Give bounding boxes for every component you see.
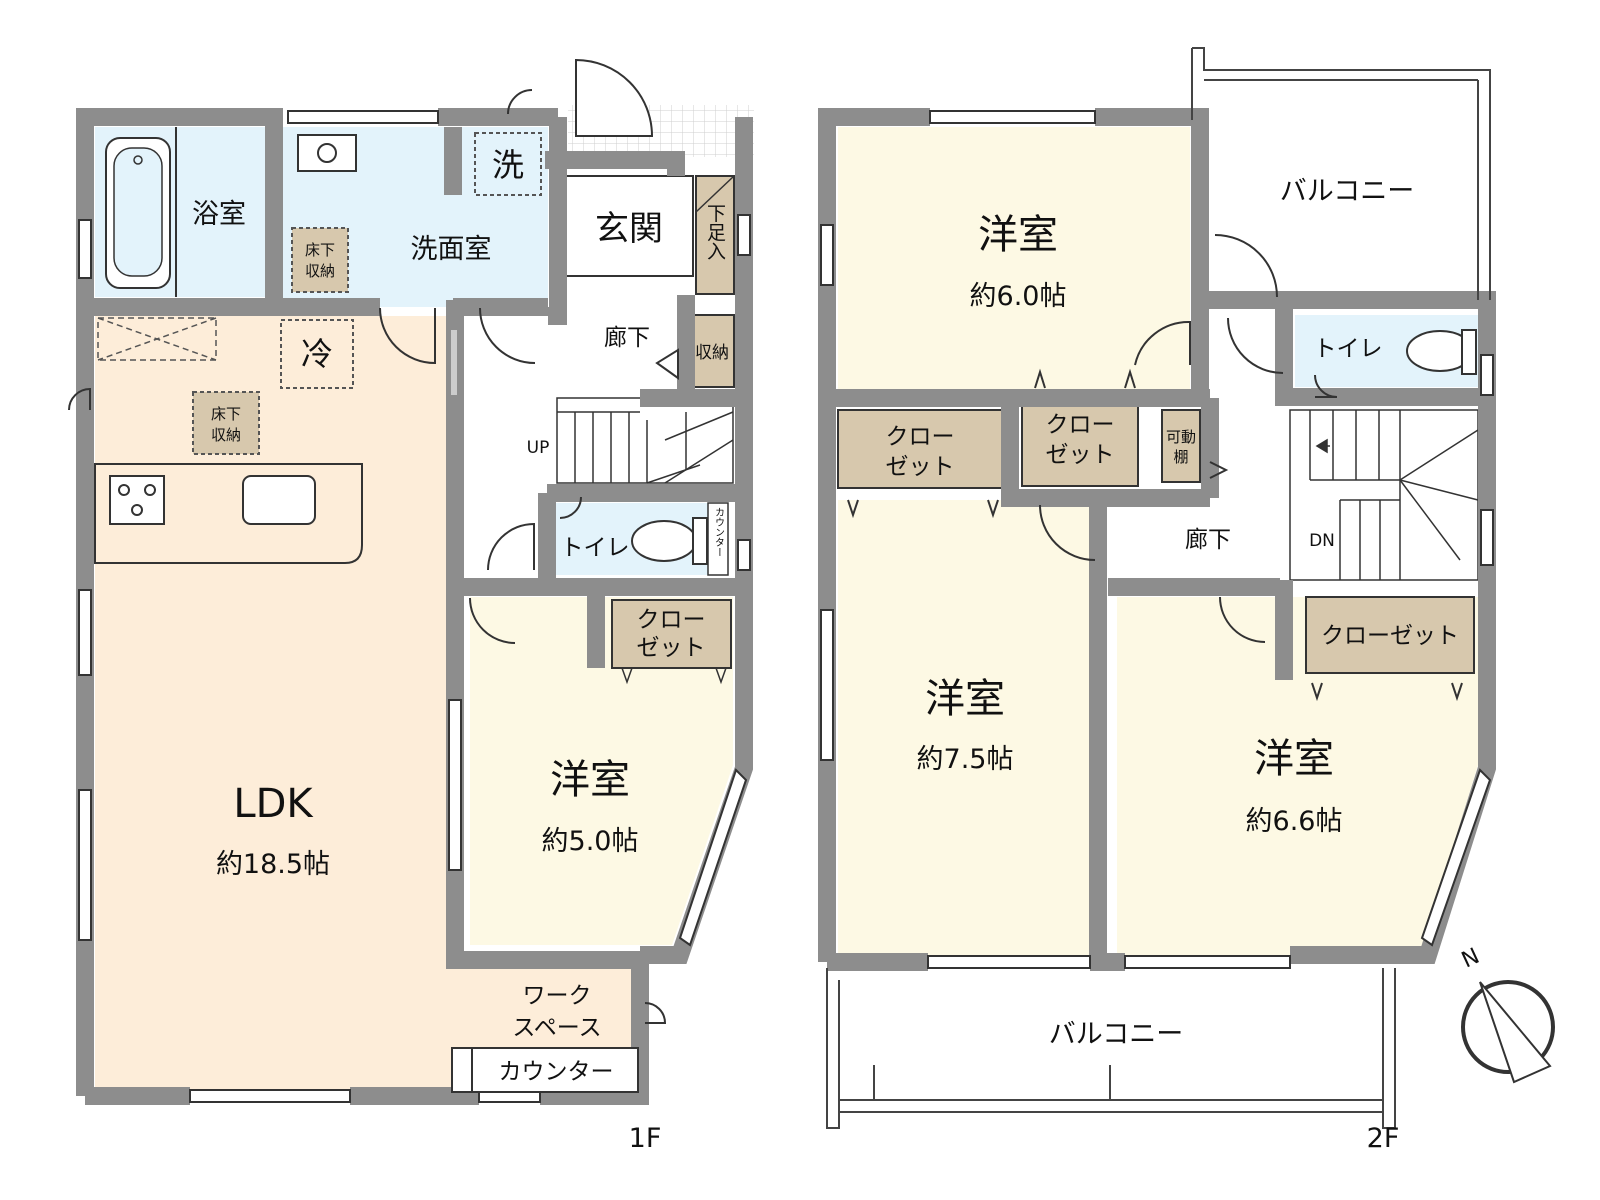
closet-2f-b-label-2: ゼット <box>1046 442 1115 468</box>
windows-1f <box>78 110 751 1103</box>
toilet-counter-label: カウンター <box>713 507 725 557</box>
balcony-top-label: バルコニー <box>1280 176 1414 207</box>
sink-icon <box>242 475 316 525</box>
compass-icon: N <box>1458 944 1555 1084</box>
bedroom-floor-1f <box>470 597 733 945</box>
bedroom-1f-name: 洋室 <box>550 757 630 803</box>
closet-2f-b <box>1021 397 1139 487</box>
movable-shelf-label-1: 可動 <box>1166 428 1196 446</box>
underfloor-bath-label-1: 床下 <box>305 241 335 259</box>
work-counter <box>451 1047 639 1093</box>
closet-1f <box>611 599 732 669</box>
shoe-storage <box>695 175 735 295</box>
toilet-label-2f: トイレ <box>1314 336 1383 362</box>
hall-storage-label: 収納 <box>695 343 729 363</box>
doors-2f <box>847 234 1463 702</box>
closet-2f-a-label-2: ゼット <box>886 454 955 480</box>
closet-2f-a <box>837 409 1003 489</box>
washer-label: 洗 <box>492 146 524 184</box>
bedroom-b-size: 約7.5帖 <box>917 744 1014 775</box>
fridge-label: 冷 <box>301 335 333 373</box>
underfloor-storage-kitchen <box>192 391 260 455</box>
toilet-label-1f: トイレ <box>561 535 630 561</box>
ldk-size: 約18.5帖 <box>216 849 330 880</box>
bedroom-1f-size: 約5.0帖 <box>542 826 639 857</box>
underfloor-kitchen-label-2: 収納 <box>211 426 241 444</box>
basin-icon <box>297 134 357 172</box>
closet-2f-b-label-1: クロー <box>1046 412 1115 438</box>
underfloor-bath-label-2: 収納 <box>305 262 335 280</box>
balconies <box>826 47 1491 1129</box>
floor-1f: 浴室 洗面室 洗 玄関 下足入 廊下 収納 床下 収納 床下 収納 冷 UP ト… <box>68 58 754 1154</box>
shoe-storage-diagonal <box>695 175 735 213</box>
stairs-1f <box>556 397 734 484</box>
toilet-bowl-1f <box>631 520 697 562</box>
bedroom-b-floor <box>838 500 1098 955</box>
floor-2f: バルコニー バルコニー 洋室 約6.0帖 クロー ゼット クロー ゼット 可動 … <box>818 47 1496 1154</box>
hallway-label-1f: 廊下 <box>604 325 650 351</box>
windows-2f <box>820 110 1494 969</box>
washer-space <box>474 132 542 196</box>
fridge-space <box>280 319 354 389</box>
floor-2f-label: 2F <box>1367 1123 1400 1154</box>
bedroom-a-name: 洋室 <box>978 212 1058 258</box>
bedroom-a-size: 約6.0帖 <box>970 281 1067 312</box>
movable-shelf <box>1161 409 1201 483</box>
shoe-storage-label: 下足入 <box>704 204 726 261</box>
counter-label: カウンター <box>499 1059 614 1085</box>
underfloor-kitchen-label-1: 床下 <box>211 405 241 423</box>
balcony-bottom-label: バルコニー <box>1049 1019 1183 1050</box>
closet-2f-c-label: クローゼット <box>1321 623 1459 649</box>
floor-1f-label: 1F <box>629 1123 662 1154</box>
bath-label: 浴室 <box>192 199 246 230</box>
stairs-2f <box>1289 409 1479 581</box>
bedroom-c-name: 洋室 <box>1254 736 1334 782</box>
doors-1f <box>68 58 679 1024</box>
ldk-name: LDK <box>233 781 314 827</box>
bedroom-b-name: 洋室 <box>925 676 1005 722</box>
entrance-label: 玄関 <box>595 209 663 249</box>
workspace-label-1: ワーク <box>523 983 592 1009</box>
hallway-label-2f: 廊下 <box>1185 527 1231 553</box>
bedroom-a-floor <box>838 127 1190 389</box>
washroom-label: 洗面室 <box>411 234 492 265</box>
toilet-counter-1f <box>707 502 729 576</box>
bedroom-c-size: 約6.6帖 <box>1246 806 1343 837</box>
closet-2f-a-label-1: クロー <box>886 424 955 450</box>
stove-icon <box>109 475 165 525</box>
closet-1f-label-1: クロー <box>637 607 706 633</box>
underfloor-storage-bath <box>291 227 349 293</box>
closet-2f-c <box>1305 596 1475 674</box>
closet-1f-label-2: ゼット <box>637 635 706 661</box>
movable-shelf-label-2: 棚 <box>1173 448 1188 466</box>
stairs-up-label: UP <box>527 438 550 458</box>
compass-north-label: N <box>1458 944 1483 974</box>
workspace-label-2: スペース <box>512 1015 601 1041</box>
bedroom-c-floor <box>1117 597 1478 955</box>
stairs-down-label: DN <box>1309 531 1335 551</box>
